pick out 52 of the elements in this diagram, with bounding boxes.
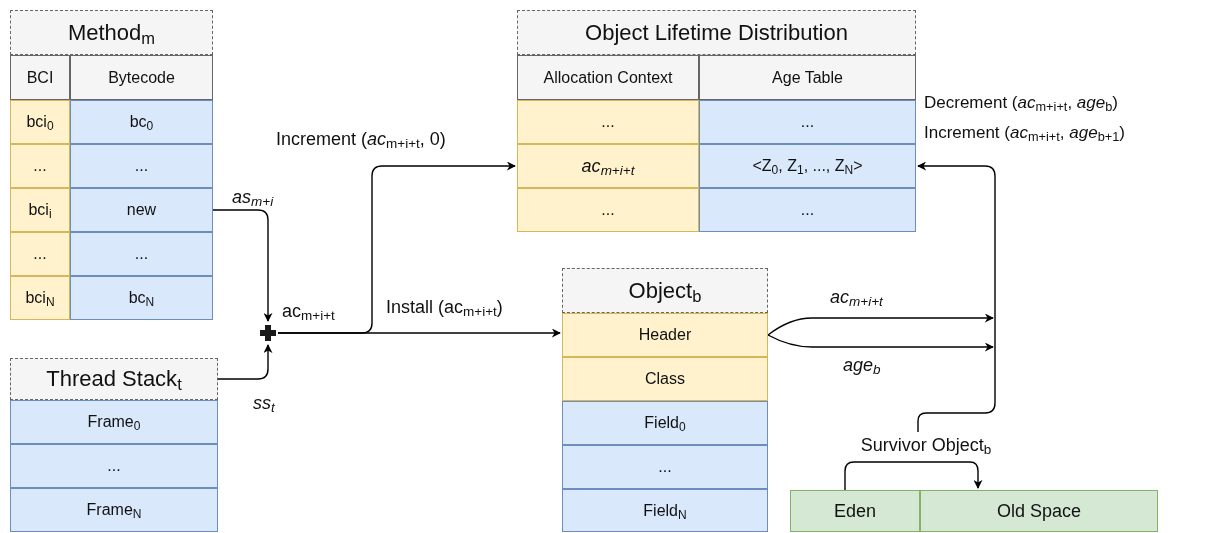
arrow	[767, 334, 994, 352]
table-cell: bc$_{0}$	[70, 100, 213, 144]
table-cell: bc$_{N}$	[70, 276, 213, 320]
edge-label: as$_{m+i}$	[232, 186, 274, 209]
edge-label: ss$_{t}$	[253, 392, 275, 415]
table-cell: Class	[562, 357, 768, 401]
edge-label: age$_{b}$	[843, 354, 881, 377]
table-cell: Header	[562, 313, 768, 357]
table-cell: Field$_{0}$	[562, 401, 768, 445]
table-cell: ...	[10, 232, 70, 276]
table-cell: Frame$_{N}$	[10, 488, 218, 532]
title-box: Method$_{m}$	[10, 10, 213, 55]
table-cell: ...	[70, 232, 213, 276]
edge-label: Increment (ac$_{m+i+t}$, 0)	[276, 128, 446, 151]
edge-label: Install (ac$_{m+i+t}$)	[386, 296, 503, 319]
table-cell: ...	[10, 444, 218, 488]
table-cell: bci$_{N}$	[10, 276, 70, 320]
title-box: Thread Stack$_{t}$	[10, 358, 218, 400]
table-cell: Eden	[790, 490, 920, 532]
table-cell: <Z$_{0}$, Z$_{1}$, ..., Z$_{N}$>	[699, 144, 916, 188]
annotation-text: Increment (ac$_{m+i+t}$, age$_{b+1}$)	[924, 122, 1125, 144]
arrow	[277, 328, 561, 338]
table-header-cell: Bytecode	[70, 55, 213, 100]
arrow	[212, 209, 273, 322]
table-cell: new	[70, 188, 213, 232]
table-cell: ...	[562, 445, 768, 489]
table-header-cell: BCI	[10, 55, 70, 100]
arrow	[844, 461, 983, 491]
table-cell: ...	[517, 100, 699, 144]
table-cell: Field$_{N}$	[562, 489, 768, 532]
table-cell: ...	[70, 144, 213, 188]
table-cell: ...	[699, 100, 916, 144]
annotation-text: Decrement (ac$_{m+i+t}$, age$_{b}$)	[924, 92, 1118, 114]
arrow	[767, 313, 994, 336]
table-cell: ...	[517, 188, 699, 232]
title-box: Object$_{b}$	[562, 268, 768, 313]
table-cell: bci$_{i}$	[10, 188, 70, 232]
title-box: Object Lifetime Distribution	[517, 10, 916, 55]
arrow	[217, 344, 273, 380]
table-cell: ...	[10, 144, 70, 188]
table-header-cell: Allocation Context	[517, 55, 699, 100]
arrow	[917, 161, 996, 433]
table-cell: bci$_{0}$	[10, 100, 70, 144]
table-cell: ...	[699, 188, 916, 232]
table-cell: Old Space	[920, 490, 1158, 532]
annotation-text: ac$_{m+i+t}$	[282, 300, 335, 323]
plus-junction	[258, 323, 278, 343]
text-label: Survivor Object$_{b}$	[836, 430, 1016, 460]
table-header-cell: Age Table	[699, 55, 916, 100]
edge-label: ac$_{m+i+t}$	[830, 286, 883, 309]
table-cell: Frame$_{0}$	[10, 400, 218, 444]
table-cell: ac$_{m+i+t}$	[517, 144, 699, 188]
